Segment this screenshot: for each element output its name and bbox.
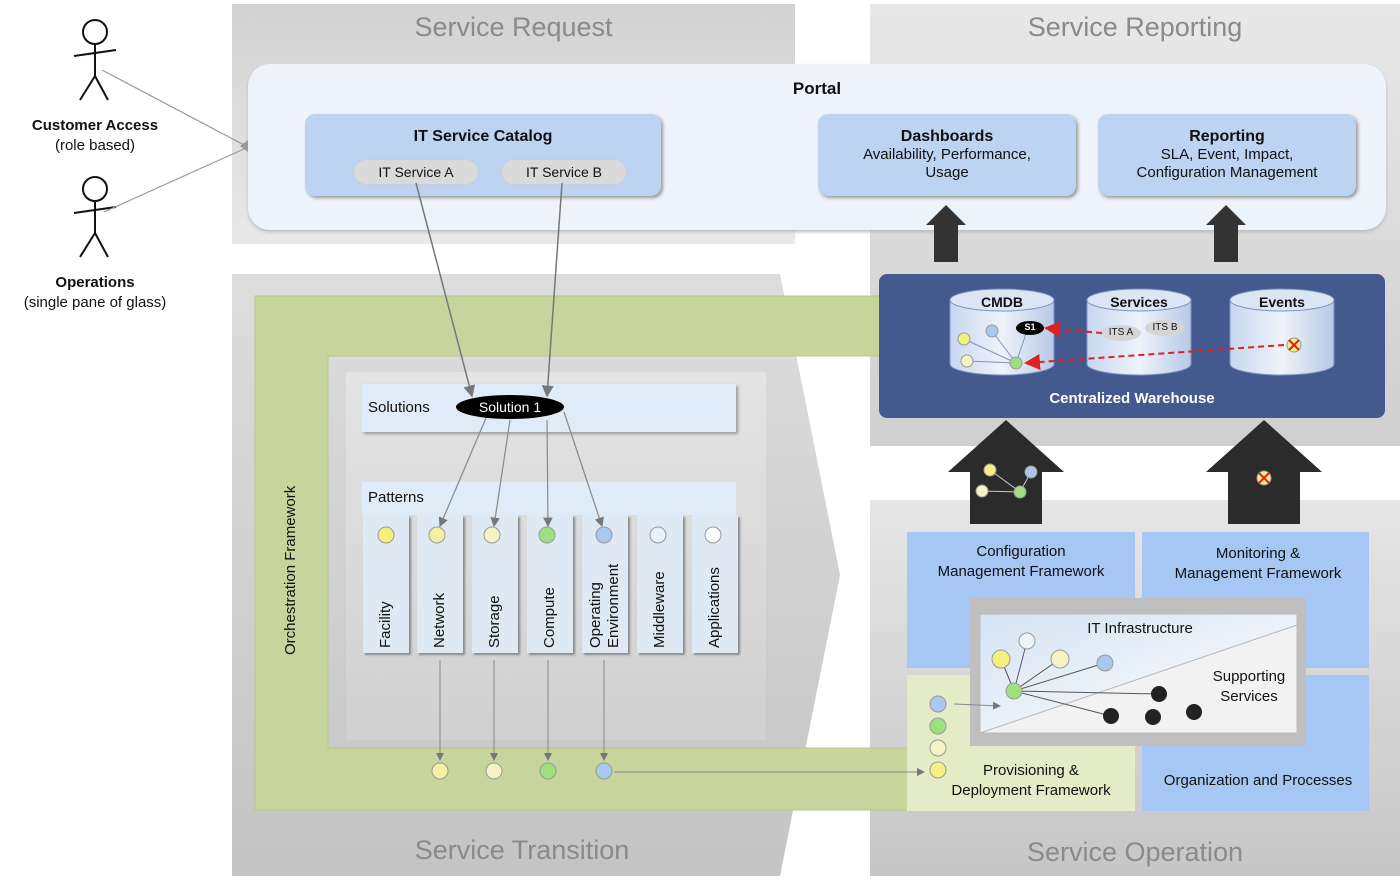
org-processes-label: Organization and Processes (1163, 772, 1353, 789)
cmdb-label: CMDB (981, 294, 1023, 310)
operations-actor-icon (73, 176, 117, 258)
cmdb-node-yellow-1 (957, 332, 971, 346)
infra-node-green (1005, 682, 1023, 700)
services-label: Services (1110, 294, 1168, 310)
service-b-to-solution-arrow (541, 182, 563, 398)
node-network (428, 526, 446, 544)
dashboards-up-arrow (926, 205, 966, 262)
prov-node-green (929, 717, 947, 735)
it-service-a: IT Service A (354, 160, 478, 184)
it-infrastructure-panel (979, 613, 1298, 734)
monitoring-label-2: Management Framework (1174, 565, 1342, 582)
operations-subtitle: (single pane of glass) (23, 294, 167, 311)
supporting-services-label-2: Services (1220, 688, 1278, 705)
support-node-4 (1186, 704, 1202, 720)
support-node-1 (1151, 686, 1167, 702)
zone-title-service-reporting: Service Reporting (1027, 12, 1243, 42)
infra-node-yellow-1 (991, 649, 1011, 669)
zone-title-service-request: Service Request (414, 12, 613, 42)
cmdb-node-green (1009, 356, 1023, 370)
support-node-2 (1103, 708, 1119, 724)
solution-1-node: Solution 1 (456, 395, 564, 419)
customer-access-title: Customer Access (31, 117, 159, 134)
node-compute (538, 526, 556, 544)
bar-node-compute (539, 762, 557, 780)
reporting-box (1098, 114, 1356, 196)
bar-node-storage (485, 762, 503, 780)
solution-to-compute-arrow (543, 419, 553, 528)
bar-node-network (431, 762, 449, 780)
cmdb-node-blue (985, 324, 999, 338)
reporting-up-arrow (1206, 205, 1246, 262)
customer-connector (101, 69, 247, 147)
it-service-catalog-title: IT Service Catalog (413, 128, 553, 145)
node-facility (377, 526, 395, 544)
its-a-pill (1101, 325, 1141, 341)
config-up-arrow (948, 420, 1064, 524)
node-middleware (649, 526, 667, 544)
patterns-bar (362, 482, 736, 515)
arrow-node-green (1013, 485, 1027, 499)
arrow-node-yellow-1 (983, 463, 997, 477)
s1-node (1016, 321, 1044, 335)
support-node-3 (1145, 709, 1161, 725)
prov-node-yellow-1 (929, 739, 947, 757)
zone-title-service-operation: Service Operation (1026, 837, 1244, 867)
reporting-line1: SLA, Event, Impact, (1160, 146, 1294, 163)
centralized-warehouse-title: Centralized Warehouse (1049, 390, 1215, 407)
events-cylinder (1229, 288, 1335, 376)
operations-title: Operations (55, 274, 135, 291)
provisioning-label-2: Deployment Framework (951, 782, 1111, 799)
infra-node-blue (1096, 654, 1114, 672)
config-mgmt-label-2: Management Framework (937, 563, 1105, 580)
infra-node-white (1018, 632, 1036, 650)
service-a-to-solution-arrow (415, 182, 476, 398)
prov-node-yellow-2 (929, 761, 947, 779)
solution-to-network-arrow (438, 417, 487, 528)
event-to-cmdb-link (1024, 344, 1285, 371)
node-applications (704, 526, 722, 544)
provisioning-to-infra-arrow (953, 701, 1001, 710)
its-b-label: ITS B (1152, 322, 1178, 333)
customer-access-subtitle: (role based) (54, 137, 136, 154)
dashboards-line2: Usage (925, 164, 969, 181)
monitoring-label-1: Monitoring & (1215, 545, 1301, 562)
arrow-node-yellow-2 (975, 484, 989, 498)
solutions-label: Solutions (368, 399, 430, 416)
its-a-label: ITS A (1108, 327, 1134, 338)
event-error-icon (1256, 470, 1272, 486)
infra-node-yellow-2 (1050, 649, 1070, 669)
it-infrastructure-label: IT Infrastructure (1087, 620, 1193, 637)
solution-to-storage-arrow (490, 419, 511, 528)
portal-title: Portal (792, 79, 842, 98)
config-mgmt-label-1: Configuration (976, 543, 1066, 560)
its-b-pill (1145, 320, 1185, 336)
reporting-line2: Configuration Management (1136, 164, 1318, 181)
operations-connector (103, 147, 247, 213)
solution-to-os-arrow (563, 411, 604, 528)
provisioning-label-1: Provisioning & (983, 762, 1079, 779)
customer-actor-icon (73, 19, 117, 101)
portal-entry-marker (240, 140, 248, 152)
zone-title-service-transition: Service Transition (414, 835, 630, 865)
arrow-node-blue (1024, 465, 1038, 479)
events-error-icon (1286, 337, 1302, 353)
s1-label: S1 (1024, 322, 1036, 332)
it-service-b: IT Service B (502, 160, 626, 184)
events-label: Events (1259, 294, 1305, 310)
dashboards-line1: Availability, Performance, (863, 146, 1031, 163)
dashboards-box (818, 114, 1076, 196)
supporting-services-label-1: Supporting (1212, 668, 1286, 685)
dashboards-title: Dashboards (900, 128, 994, 145)
node-os (595, 526, 613, 544)
patterns-label: Patterns (368, 489, 424, 506)
node-storage (483, 526, 501, 544)
bar-node-os (595, 762, 613, 780)
cmdb-node-yellow-2 (960, 354, 974, 368)
prov-node-blue (929, 695, 947, 713)
reporting-title: Reporting (1189, 128, 1265, 145)
